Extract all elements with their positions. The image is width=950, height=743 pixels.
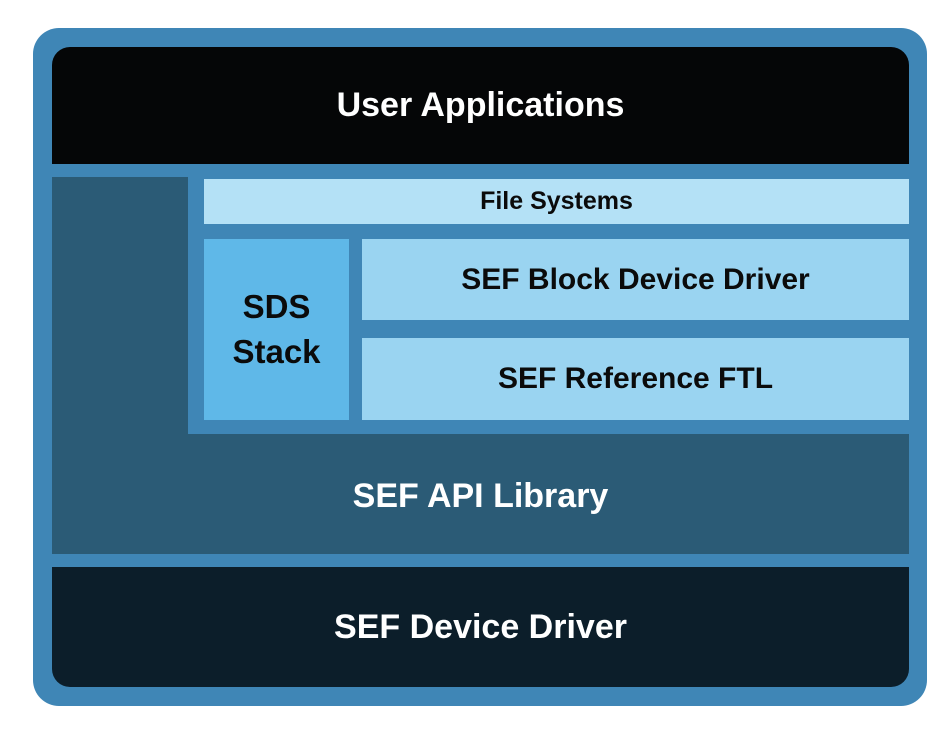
file-systems-layer: File Systems xyxy=(204,179,909,224)
sef-api-library-label-box: SEF API Library xyxy=(52,438,909,554)
sef-reference-ftl-label: SEF Reference FTL xyxy=(497,362,774,395)
sef-device-driver-layer: SEF Device Driver xyxy=(52,567,909,687)
sef-reference-ftl-layer: SEF Reference FTL xyxy=(362,338,909,420)
sds-stack-label-line1: SDS xyxy=(242,287,311,325)
architecture-diagram: User Applications File Systems SDS Stack… xyxy=(33,28,927,706)
user-applications-label: User Applications xyxy=(336,86,625,124)
sds-stack-layer: SDS Stack xyxy=(204,239,349,420)
sef-block-device-driver-layer: SEF Block Device Driver xyxy=(362,239,909,320)
user-applications-layer: User Applications xyxy=(52,47,909,164)
sef-device-driver-label: SEF Device Driver xyxy=(334,607,627,646)
sef-block-device-driver-label: SEF Block Device Driver xyxy=(461,262,810,296)
sds-stack-label-line2: Stack xyxy=(232,332,321,370)
sef-api-library-label: SEF API Library xyxy=(352,476,609,515)
file-systems-label: File Systems xyxy=(480,187,633,215)
